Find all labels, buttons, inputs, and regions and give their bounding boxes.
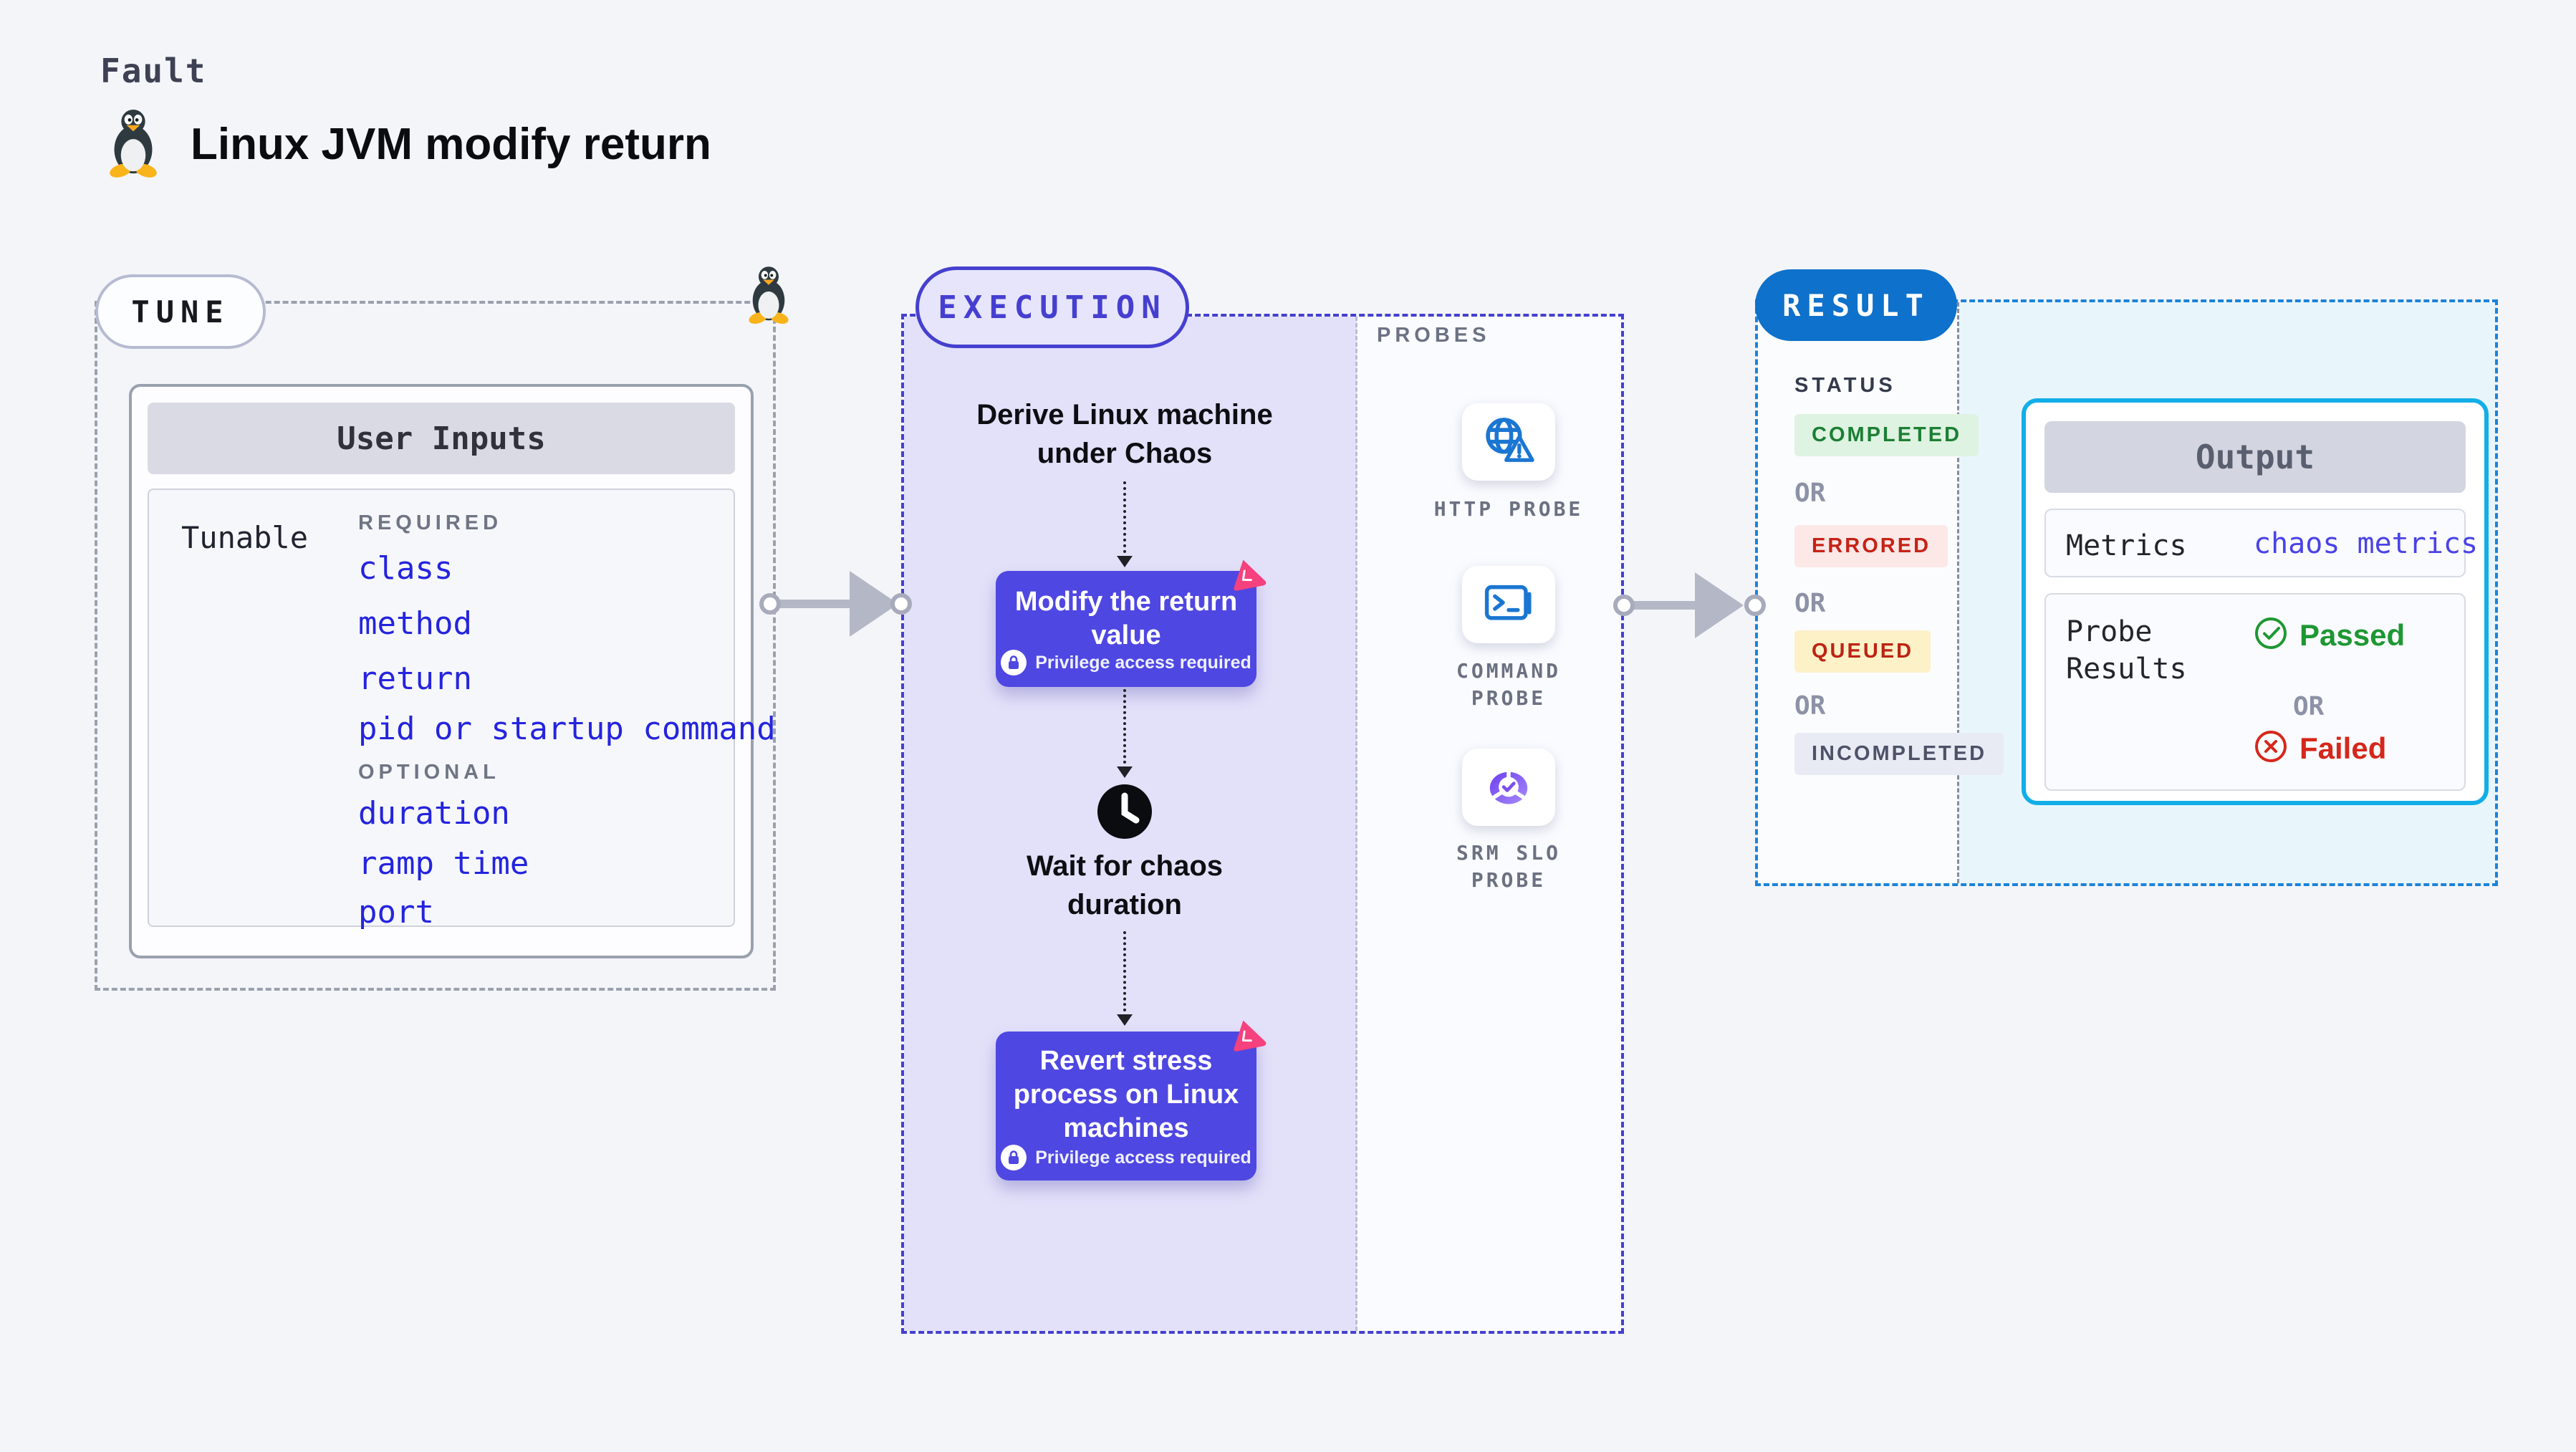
or-separator: OR: [1794, 589, 1826, 618]
connector-dot: [890, 593, 912, 615]
http-probe-card: [1462, 403, 1555, 481]
tux-penguin-icon: [745, 261, 792, 332]
step-wait-text: Wait for chaos duration: [1026, 850, 1224, 920]
output-card: Output Metrics chaos metrics Probe Resul…: [2022, 398, 2489, 805]
privilege-note: Privilege access required: [1035, 1147, 1251, 1168]
input-item-method: method: [358, 605, 472, 642]
privilege-note: Privilege access required: [1035, 652, 1251, 673]
probe-results-label: Probe Results: [2066, 615, 2187, 686]
failed-verdict: Failed: [2254, 729, 2386, 767]
result-section-pill: RESULT: [1755, 269, 1957, 341]
http-probe-label: HTTP PROBE: [1433, 497, 1584, 521]
probes-label: PROBES: [1377, 324, 1491, 347]
command-probe-label: COMMAND PROBE: [1456, 659, 1561, 710]
tunable-row-label: Tunable: [181, 520, 309, 555]
chaos-logo-icon: [1226, 1016, 1268, 1061]
failed-label: Failed: [2299, 731, 2387, 765]
tux-penguin-icon: [105, 107, 162, 181]
modify-return-node: Modify the return value Privilege access…: [996, 559, 1267, 687]
node-title: Revert stress process on Linux machines: [1013, 1046, 1239, 1143]
globe-alert-icon: [1480, 413, 1537, 471]
step-derive-text: Derive Linux machine under Chaos: [976, 399, 1273, 469]
flow-connector: [1123, 689, 1126, 764]
connector-dot: [1613, 595, 1635, 616]
user-inputs-body: Tunable REQUIRED class method return pid…: [148, 489, 776, 931]
node-title: Modify the return value: [1014, 587, 1238, 650]
privilege-row: Privilege access required: [996, 1145, 1256, 1170]
input-item-return: return: [358, 660, 472, 697]
execution-probes-divider: [1355, 317, 1357, 1331]
status-badge-errored: ERRORED: [1794, 525, 1948, 567]
clock-icon: [1096, 783, 1153, 844]
or-separator: OR: [1794, 691, 1826, 721]
arrow-tune-to-execution: [779, 600, 851, 608]
privilege-row: Privilege access required: [996, 650, 1256, 675]
input-item-ramp-time: ramp time: [358, 845, 529, 882]
revert-stress-node: Revert stress process on Linux machines …: [996, 1020, 1267, 1181]
execution-section-pill: EXECUTION: [915, 266, 1189, 348]
metrics-label: Metrics: [2066, 529, 2187, 562]
title-row: Linux JVM modify return: [105, 107, 711, 181]
output-header: Output: [2044, 421, 2466, 493]
status-badge-queued: QUEUED: [1794, 630, 1931, 673]
status-badge-incompleted: INCOMPLETED: [1794, 733, 2004, 775]
metrics-row: Metrics chaos metrics: [2044, 509, 2478, 577]
arrow-head: [850, 571, 898, 637]
chaos-metrics-link[interactable]: chaos metrics: [2254, 527, 2479, 560]
user-inputs-card: User Inputs Tunable REQUIRED class metho…: [129, 384, 776, 958]
status-panel: [1758, 302, 1959, 883]
required-label: REQUIRED: [358, 511, 503, 534]
or-separator: OR: [2293, 692, 2325, 721]
srm-slo-probe-label: SRM SLO PROBE: [1456, 841, 1561, 892]
lock-icon: [1001, 1145, 1027, 1170]
slo-pie-icon: [1482, 759, 1535, 816]
or-separator: OR: [1794, 479, 1826, 508]
lock-icon: [1001, 650, 1027, 675]
status-output-divider: [1957, 302, 1959, 883]
status-label: STATUS: [1794, 374, 1896, 397]
input-item-port: port: [358, 894, 434, 931]
flow-arrow: [1117, 556, 1133, 567]
srm-slo-probe-card: [1462, 749, 1555, 826]
arrow-probes-to-result: [1633, 601, 1696, 610]
flow-connector: [1123, 481, 1126, 553]
x-circle-icon: [2254, 729, 2288, 767]
check-circle-icon: [2254, 616, 2288, 654]
tune-section-pill: TUNE: [95, 274, 266, 349]
terminal-icon: [1481, 580, 1537, 630]
probe-results-row: Probe Results Passed OR: [2044, 593, 2466, 791]
input-item-pid: pid or startup command: [358, 711, 776, 747]
flow-arrow: [1117, 766, 1133, 778]
chaos-logo-icon: [1226, 555, 1268, 600]
command-probe-card: [1462, 566, 1555, 643]
page-title: Linux JVM modify return: [191, 120, 711, 169]
optional-label: OPTIONAL: [358, 761, 500, 784]
input-item-class: class: [358, 550, 453, 587]
flow-connector: [1123, 931, 1126, 1011]
passed-verdict: Passed: [2254, 616, 2405, 654]
tune-section-box: [95, 301, 776, 991]
flow-arrow: [1117, 1014, 1133, 1026]
status-badge-completed: COMPLETED: [1794, 414, 1979, 456]
fault-kicker: Fault: [100, 52, 207, 90]
connector-dot: [759, 593, 781, 615]
arrow-head: [1695, 572, 1744, 638]
user-inputs-header: User Inputs: [148, 403, 735, 474]
input-item-duration: duration: [358, 795, 510, 832]
passed-label: Passed: [2299, 617, 2406, 652]
connector-dot: [1744, 595, 1766, 616]
